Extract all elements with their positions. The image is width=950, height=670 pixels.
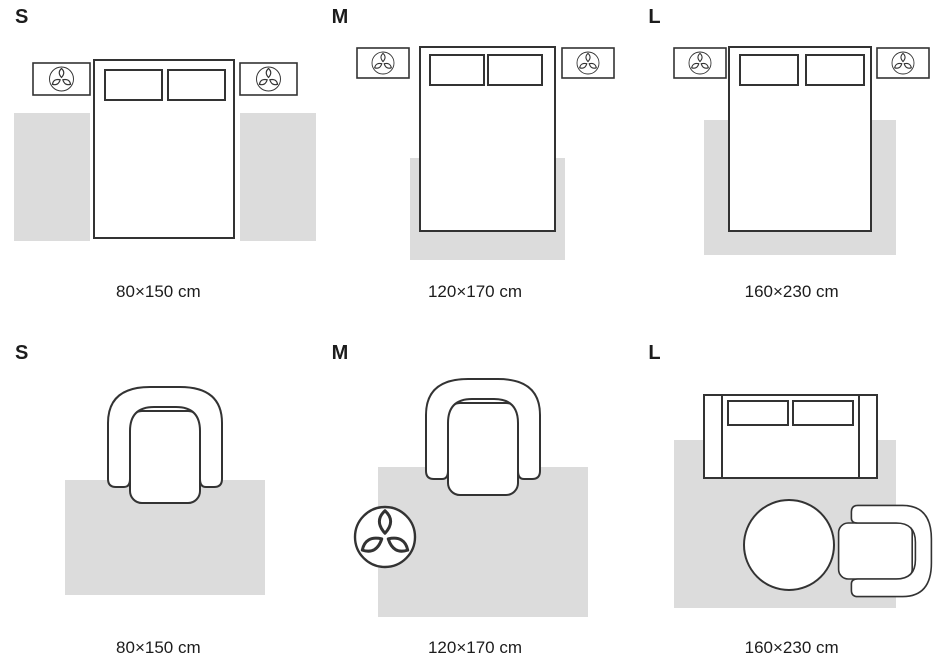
bedside-lamp-icon xyxy=(371,51,395,75)
armchair-right xyxy=(838,504,933,598)
cell-living-m: M 120×170 cm xyxy=(317,335,634,670)
plant-icon xyxy=(353,505,417,569)
armchair xyxy=(424,378,541,496)
dimension-caption: 160×230 cm xyxy=(744,282,839,301)
pillow-right xyxy=(167,69,226,101)
coffee-table xyxy=(743,499,836,591)
pillow-left xyxy=(104,69,163,101)
size-label: S xyxy=(15,342,29,364)
size-label: M xyxy=(331,342,349,364)
bedroom-m-diagram xyxy=(355,46,615,260)
bedroom-s-diagram xyxy=(14,59,316,241)
size-label: M xyxy=(331,6,349,28)
nightstand-left xyxy=(355,47,410,79)
dimension-caption: 80×150 cm xyxy=(116,282,201,301)
pillow-left xyxy=(739,54,800,86)
sofa-cushion-right xyxy=(792,400,855,426)
bedside-lamp-icon xyxy=(688,51,712,75)
size-label: L xyxy=(648,6,661,28)
nightstand-right xyxy=(239,62,298,96)
bedroom-l-diagram xyxy=(673,46,931,255)
sofa xyxy=(703,394,879,479)
pillow-right xyxy=(805,54,866,86)
cell-living-s: S 80×150 cm xyxy=(0,335,317,670)
cell-bedroom-s: S 80×150 cm xyxy=(0,0,317,335)
bedside-lamp-icon xyxy=(576,51,600,75)
living-s-diagram xyxy=(65,386,265,595)
cell-bedroom-l: L 160×230 cm xyxy=(633,0,950,335)
nightstand-right xyxy=(560,47,615,79)
living-l-diagram xyxy=(674,394,933,608)
nightstand-left xyxy=(32,62,91,96)
bedside-lamp-icon xyxy=(891,51,915,75)
bedside-rug-right xyxy=(240,113,316,241)
sofa-cushion-left xyxy=(727,400,790,426)
nightstand-left xyxy=(673,47,728,79)
living-m-diagram xyxy=(353,378,588,617)
cell-living-l: L 160×230 cm xyxy=(633,335,950,670)
size-label: L xyxy=(648,342,661,364)
pillow-right xyxy=(486,54,543,86)
pillow-left xyxy=(428,54,485,86)
armchair xyxy=(107,386,223,504)
bedside-lamp-icon xyxy=(48,66,75,92)
dimension-caption: 120×170 cm xyxy=(427,282,523,301)
size-label: S xyxy=(15,6,29,28)
dimension-caption: 160×230 cm xyxy=(744,638,839,657)
nightstand-right xyxy=(876,47,931,79)
bedside-rug-left xyxy=(14,113,90,241)
bedside-lamp-icon xyxy=(255,66,282,92)
dimension-caption: 80×150 cm xyxy=(116,638,201,657)
cell-bedroom-m: M 120×170 cm xyxy=(317,0,634,335)
dimension-caption: 120×170 cm xyxy=(427,638,523,657)
